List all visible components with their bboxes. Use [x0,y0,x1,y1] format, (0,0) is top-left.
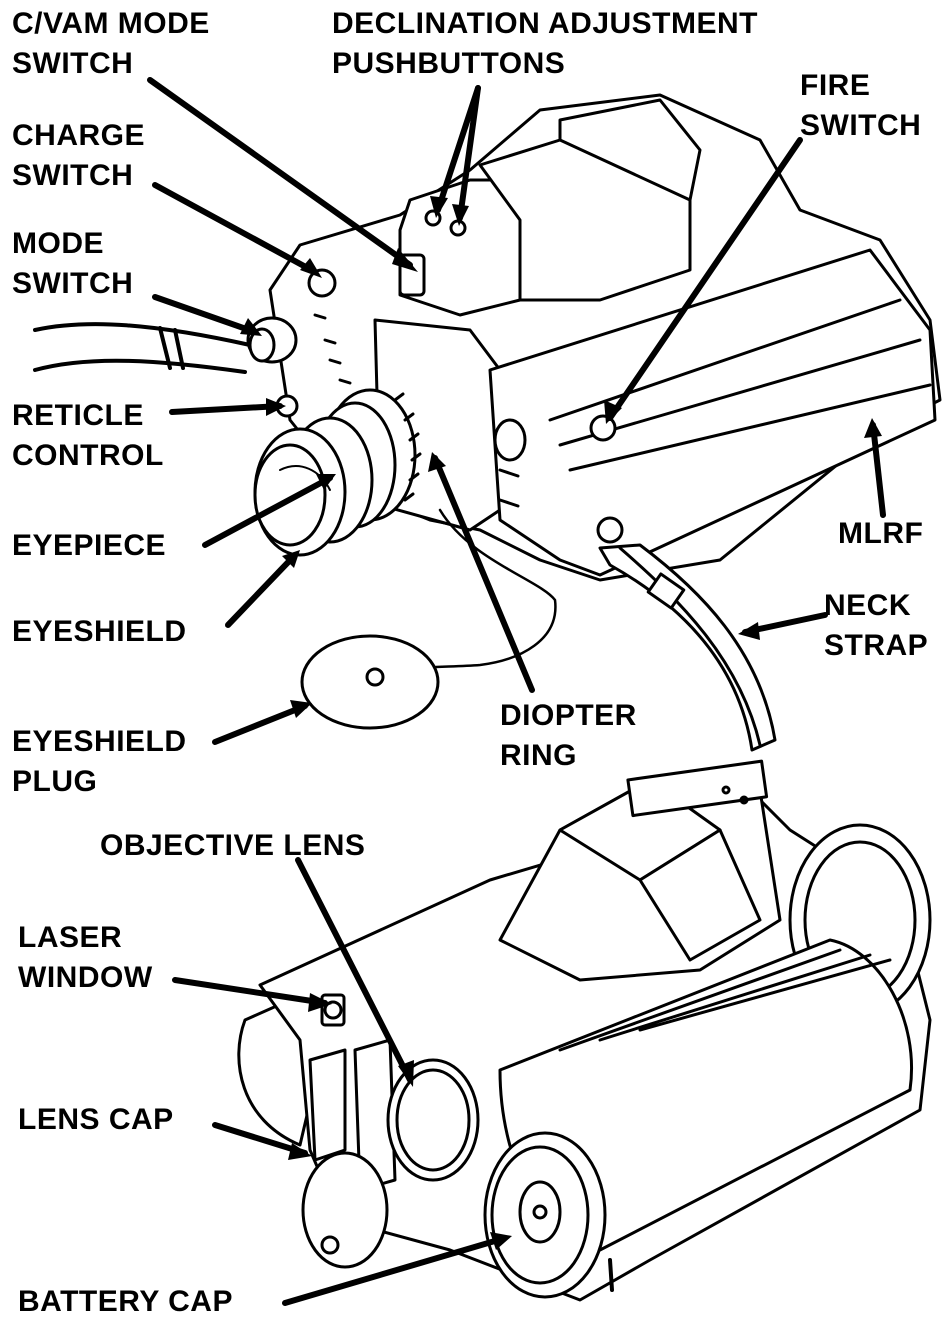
diopter-ring-label: DIOPTER RING [500,699,637,772]
reticle-control-label: RETICLE CONTROL [12,399,164,472]
battery-cap-label: BATTERY CAP [18,1285,233,1318]
fire-switch-label: FIRE SWITCH [800,69,922,142]
mlrf-label: MLRF [838,517,924,550]
lens-cap-label: LENS CAP [18,1103,174,1136]
objective-lens-label: OBJECTIVE LENS [100,829,366,862]
mlrf-front-view-drawing [237,759,932,1302]
charge-switch-label: CHARGE SWITCH [12,119,146,192]
neck-strap-label: NECK STRAP [824,589,929,662]
laser-window-label: LASER WINDOW [18,921,153,994]
cvam-mode-switch-label: C/VAM MODE SWITCH [12,7,210,80]
declination-adjustment-pushbuttons-label: DECLINATION ADJUSTMENT PUSHBUTTONS [332,7,758,80]
mode-switch-label: MODE SWITCH [12,227,134,300]
eyepiece-label: EYEPIECE [12,529,167,562]
eyeshield-label: EYESHIELD [12,615,187,648]
leader-arrows [147,77,886,1306]
eyeshield-plug-label: EYESHIELD PLUG [12,725,187,798]
